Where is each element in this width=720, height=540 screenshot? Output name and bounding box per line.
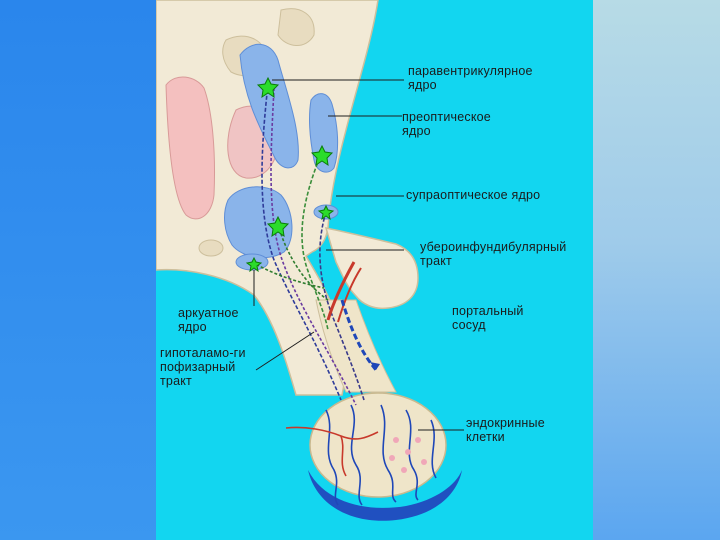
hypothalamic-nucleus-large [224, 186, 293, 259]
label-preoptic-nucleus: преоптическое ядро [402, 110, 491, 138]
sella-bone [308, 470, 462, 521]
label-supraoptic-nucleus: супраоптическое ядро [406, 188, 541, 202]
neuron-paraventricular [256, 76, 280, 99]
hypothalamus-pituitary-illustration [156, 0, 464, 521]
left-background-band [0, 0, 156, 540]
leader-hypothalamo [255, 331, 315, 371]
preoptic-tract [301, 151, 329, 331]
pituitary-gland [309, 392, 447, 498]
neuron-preoptic [310, 144, 334, 167]
label-arcuate-nucleus: аркуатное ядро [178, 306, 239, 334]
label-paraventricular-nucleus: паравентрикулярное ядро [408, 64, 533, 92]
diagram-slide: паравентрикулярное ядро преоптическое яд… [156, 0, 593, 540]
neuron-supraoptic [317, 204, 335, 221]
neuron-arcuate [245, 256, 263, 273]
portal-vessel-artery [326, 261, 356, 321]
supraoptic-tract [319, 211, 365, 401]
pituitary-stalk [324, 227, 419, 310]
label-hypothalamo-hypophyseal-tract: гипоталамо-ги пофизарный тракт [160, 346, 246, 388]
right-background-band [593, 0, 720, 540]
label-endocrine-cells: эндокринные клетки [466, 416, 545, 444]
pink-structure-left [165, 76, 216, 220]
paraventricular-tract [261, 83, 342, 401]
label-tuberoinfundibular-tract: убероинфундибулярный тракт [420, 240, 567, 268]
neuron-markers [245, 76, 335, 273]
label-portal-vessel: портальный сосуд [452, 304, 524, 332]
paraventricular-nucleus [239, 43, 299, 169]
neuron-large-nucleus [266, 215, 290, 238]
